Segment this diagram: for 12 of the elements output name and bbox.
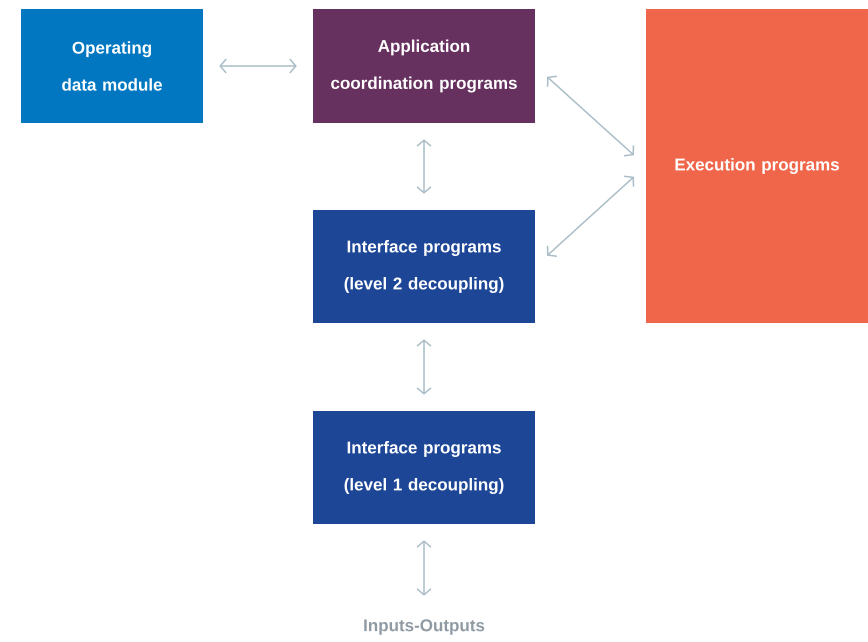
- arrow: [416, 540, 432, 596]
- arrow: [416, 139, 432, 194]
- program-box: Execution programs: [646, 9, 868, 323]
- arrow: [546, 176, 634, 257]
- io-label: Inputs-Outputs: [364, 619, 484, 635]
- program-box: Interface programs (level 2 decoupling): [313, 210, 535, 323]
- arrow: [546, 75, 634, 157]
- program-box: Interface programs (level 1 decoupling): [313, 411, 535, 524]
- module-box: Operating data module: [21, 9, 203, 123]
- program-box: Application coordination programs: [313, 9, 535, 123]
- arrow: [219, 58, 297, 74]
- arrow: [416, 339, 432, 395]
